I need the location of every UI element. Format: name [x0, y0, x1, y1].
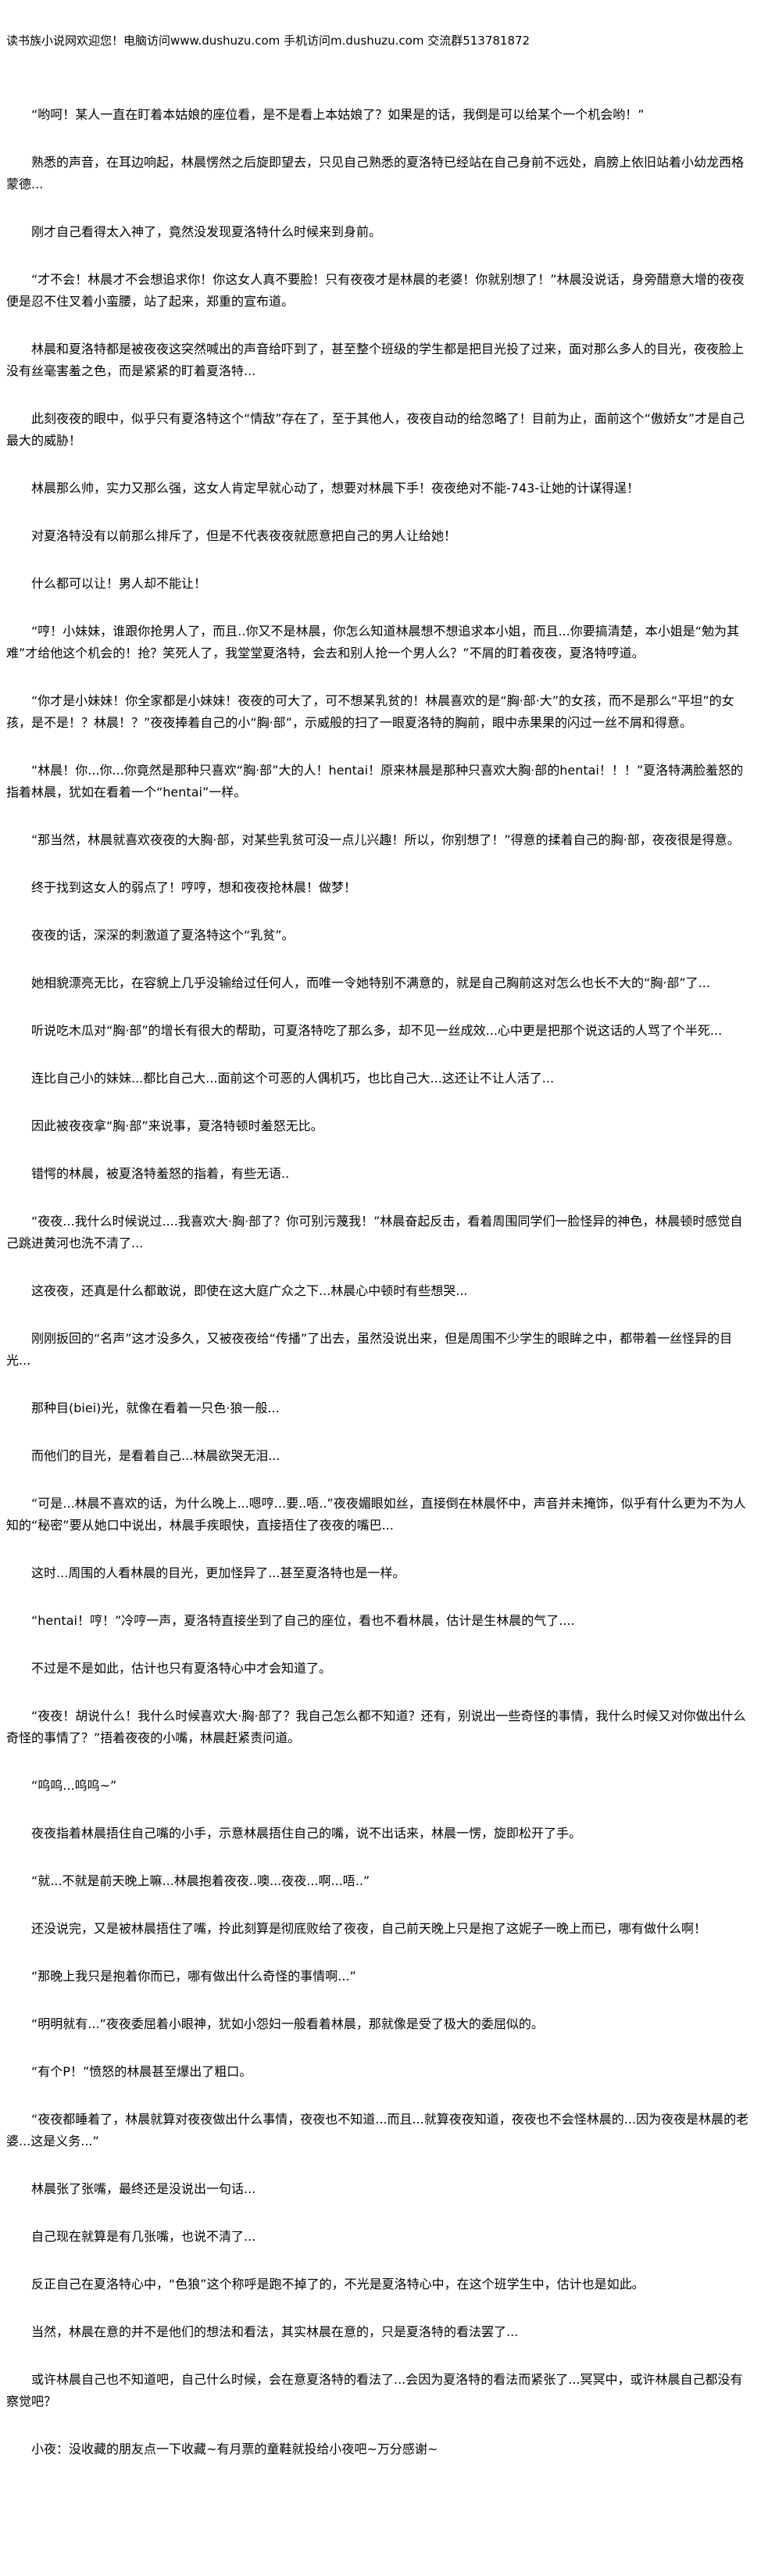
paragraph: “夜夜...我什么时候说过....我喜欢大·胸·部了？你可别污蔑我！”林晨奋起反…: [6, 1214, 743, 1250]
paragraph: 林晨张了张嘴，最终还是没说出一句话...: [31, 2181, 256, 2196]
paragraph: 不过是不是如此，估计也只有夏洛特心中才会知道了。: [31, 1661, 332, 1676]
paragraph: 这时...周围的人看林晨的目光，更加怪异了...甚至夏洛特也是一样。: [31, 1565, 406, 1580]
paragraph: 刚刚扳回的“名声”这才没多久，又被夜夜给“传播”了出去，虽然没说出来，但是周围不…: [6, 1331, 733, 1368]
chapter-page: 读书族小说网欢迎您！电脑访问www.dushuzu.com 手机访问m.dush…: [6, 34, 753, 2460]
paragraph: 终于找到这女人的弱点了！哼哼，想和夜夜抢林晨！做梦！: [31, 880, 357, 895]
paragraph: 刚才自己看得太入神了，竟然没发现夏洛特什么时候来到身前。: [31, 224, 382, 239]
paragraph: 错愕的林晨，被夏洛特羞怒的指着，有些无语..: [31, 1166, 290, 1181]
paragraph: “那当然，林晨就喜欢夜夜的大胸·部，对某些乳贫可没一点儿兴趣！所以，你别想了！”…: [31, 832, 740, 847]
paragraph: “可是...林晨不喜欢的话，为什么晚上...嗯哼...要..唔..”夜夜媚眼如丝…: [6, 1496, 746, 1533]
paragraph: 因此被夜夜拿“胸·部”来说事，夏洛特顿时羞怒无比。: [31, 1118, 323, 1133]
paragraph: 她相貌漂亮无比，在容貌上几乎没输给过任何人，而唯一令她特别不满意的，就是自己胸前…: [31, 975, 710, 990]
paragraph: 对夏洛特没有以前那么排斥了，但是不代表夜夜就愿意把自己的男人让给她！: [31, 528, 457, 543]
paragraph: “你才是小妹妹！你全家都是小妹妹！夜夜的可大了，可不想某乳贫的！林晨喜欢的是“胸…: [6, 693, 734, 730]
paragraph: 熟悉的声音，在耳边响起，林晨愣然之后旋即望去，只见自己熟悉的夏洛特已经站在自己身…: [6, 155, 745, 191]
paragraph: “哼！小妹妹，谁跟你抢男人了，而且..你又不是林晨，你怎么知道林晨想不想追求本小…: [6, 624, 740, 660]
paragraph: “夜夜都睡着了，林晨就算对夜夜做出什么事情，夜夜也不知道...而且...就算夜夜…: [6, 2112, 749, 2148]
site-welcome-banner: 读书族小说网欢迎您！电脑访问www.dushuzu.com 手机访问m.dush…: [6, 34, 531, 48]
paragraph: 当然，林晨在意的并不是他们的想法和看法，其实林晨在意的，只是夏洛特的看法罢了..…: [31, 2324, 519, 2339]
paragraph: “就...不就是前天晚上嘛...林晨抱着夜夜..噢...夜夜...啊...唔..…: [31, 1873, 370, 1888]
paragraph: 此刻夜夜的眼中，似乎只有夏洛特这个“情敌”存在了，至于其他人，夜夜自动的给忽略了…: [6, 411, 745, 448]
paragraph: 连比自己小的妹妹...都比自己大...面前这个可恶的人偶机巧，也比自己大...这…: [31, 1071, 555, 1086]
paragraph: “才不会！林晨才不会想追求你！你这女人真不要脸！只有夜夜才是林晨的老婆！你就别想…: [6, 272, 745, 309]
paragraph: 林晨和夏洛特都是被夜夜这突然喊出的声音给吓到了，甚至整个班级的学生都是把目光投了…: [6, 342, 745, 378]
paragraph: 而他们的目光，是看着自己...林晨欲哭无泪...: [31, 1448, 280, 1463]
paragraph: 反正自己在夏洛特心中，“色狼”这个称呼是跑不掉了的，不光是夏洛特心中，在这个班学…: [31, 2277, 645, 2292]
paragraph: 这夜夜，还真是什么都敢说，即使在这大庭广众之下...林晨心中顿时有些想哭...: [31, 1283, 468, 1298]
chapter-body: “哟呵！某人一直在盯着本姑娘的座位看，是不是看上本姑娘了？如果是的话，我倒是可以…: [6, 104, 753, 2460]
paragraph: 夜夜的话，深深的刺激道了夏洛特这个“乳贫”。: [31, 928, 295, 943]
paragraph: “那晚上我只是抱着你而已，哪有做出什么奇怪的事情啊...”: [31, 1969, 356, 1984]
paragraph: 或许林晨自己也不知道吧，自己什么时候，会在意夏洛特的看法了...会因为夏洛特的看…: [6, 2372, 743, 2409]
paragraph: 夜夜指着林晨捂住自己嘴的小手，示意林晨捂住自己的嘴，说不出话来，林晨一愣，旋即松…: [31, 1826, 582, 1841]
paragraph: 听说吃木瓜对“胸·部”的增长有很大的帮助，可夏洛特吃了那么多，却不见一丝成效..…: [31, 1023, 723, 1038]
paragraph: “明明就有...”夜夜委屈着小眼神，犹如小怨妇一般看着林晨，那就像是受了极大的委…: [31, 2016, 544, 2031]
paragraph: 还没说完，又是被林晨捂住了嘴，拎此刻算是彻底败给了夜夜，自己前天晚上只是抱了这妮…: [31, 1921, 707, 1936]
paragraph: “有个P！”愤怒的林晨甚至爆出了粗口。: [31, 2064, 252, 2079]
paragraph: “hentai！哼！”冷哼一声，夏洛特直接坐到了自己的座位，看也不看林晨，估计是…: [31, 1613, 575, 1628]
paragraph: “呜呜...呜呜~”: [31, 1778, 117, 1793]
paragraph: 自己现在就算是有几张嘴，也说不清了...: [31, 2229, 256, 2244]
paragraph: “哟呵！某人一直在盯着本姑娘的座位看，是不是看上本姑娘了？如果是的话，我倒是可以…: [31, 107, 645, 122]
paragraph: 林晨那么帅，实力又那么强，这女人肯定早就心动了，想要对林晨下手！夜夜绝对不能-7…: [31, 481, 640, 496]
paragraph: 那种目(biei)光，就像在看着一只色·狼一般...: [31, 1401, 280, 1415]
paragraph: “夜夜！胡说什么！我什么时候喜欢大·胸·部了？我自己怎么都不知道？还有，别说出一…: [6, 1708, 746, 1745]
paragraph: “林晨！你...你...你竟然是那种只喜欢“胸·部”大的人！hentai！原来林…: [6, 763, 744, 800]
paragraph: 什么都可以让！男人却不能让！: [31, 576, 207, 591]
author-note: 小夜：没收藏的朋友点一下收藏~有月票的童鞋就投给小夜吧~万分感谢~: [31, 2442, 438, 2456]
